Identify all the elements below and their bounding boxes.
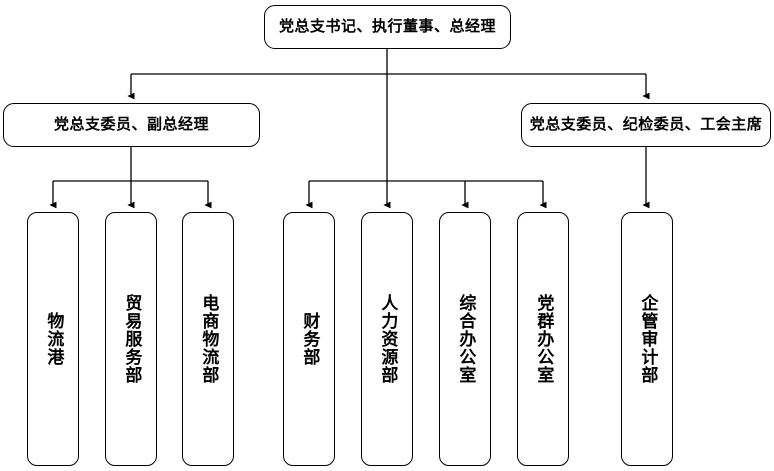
node-dept-logistics-port-label: 物流港: [44, 312, 64, 366]
node-dept-party-mass-office[interactable]: 党群办公室: [517, 212, 569, 466]
node-top-leader-label: 党总支书记、执行董事、总经理: [278, 17, 496, 35]
node-dept-enterprise-audit[interactable]: 企管审计部: [621, 212, 673, 466]
node-dept-enterprise-audit-label: 企管审计部: [638, 294, 658, 384]
node-top-leader[interactable]: 党总支书记、执行董事、总经理: [264, 5, 511, 49]
node-dept-ecommerce-logistics[interactable]: 电商物流部: [182, 212, 234, 466]
node-deputy-general-manager-label: 党总支委员、副总经理: [53, 115, 209, 133]
connector-top-to-level2: [127, 49, 650, 100]
node-dept-party-mass-office-label: 党群办公室: [534, 294, 554, 384]
node-dept-finance[interactable]: 财务部: [283, 212, 335, 466]
node-dept-trade-service-label: 贸易服务部: [122, 294, 142, 384]
node-dept-human-resources[interactable]: 人力资源部: [361, 212, 413, 466]
node-dept-logistics-port[interactable]: 物流港: [27, 212, 79, 466]
node-dept-general-office[interactable]: 综合办公室: [439, 212, 491, 466]
node-dept-trade-service[interactable]: 贸易服务部: [105, 212, 157, 466]
connector-left-to-departments: [49, 147, 212, 209]
node-dept-ecommerce-logistics-label: 电商物流部: [199, 294, 219, 384]
node-discipline-union-chair-label: 党总支委员、纪检委员、工会主席: [529, 115, 763, 133]
node-dept-general-office-label: 综合办公室: [456, 294, 476, 384]
node-discipline-union-chair[interactable]: 党总支委员、纪检委员、工会主席: [521, 103, 771, 147]
node-deputy-general-manager[interactable]: 党总支委员、副总经理: [3, 103, 260, 147]
node-dept-human-resources-label: 人力资源部: [378, 294, 398, 384]
connector-top-to-middle-departments: [305, 74, 547, 209]
node-dept-finance-label: 财务部: [300, 312, 320, 366]
